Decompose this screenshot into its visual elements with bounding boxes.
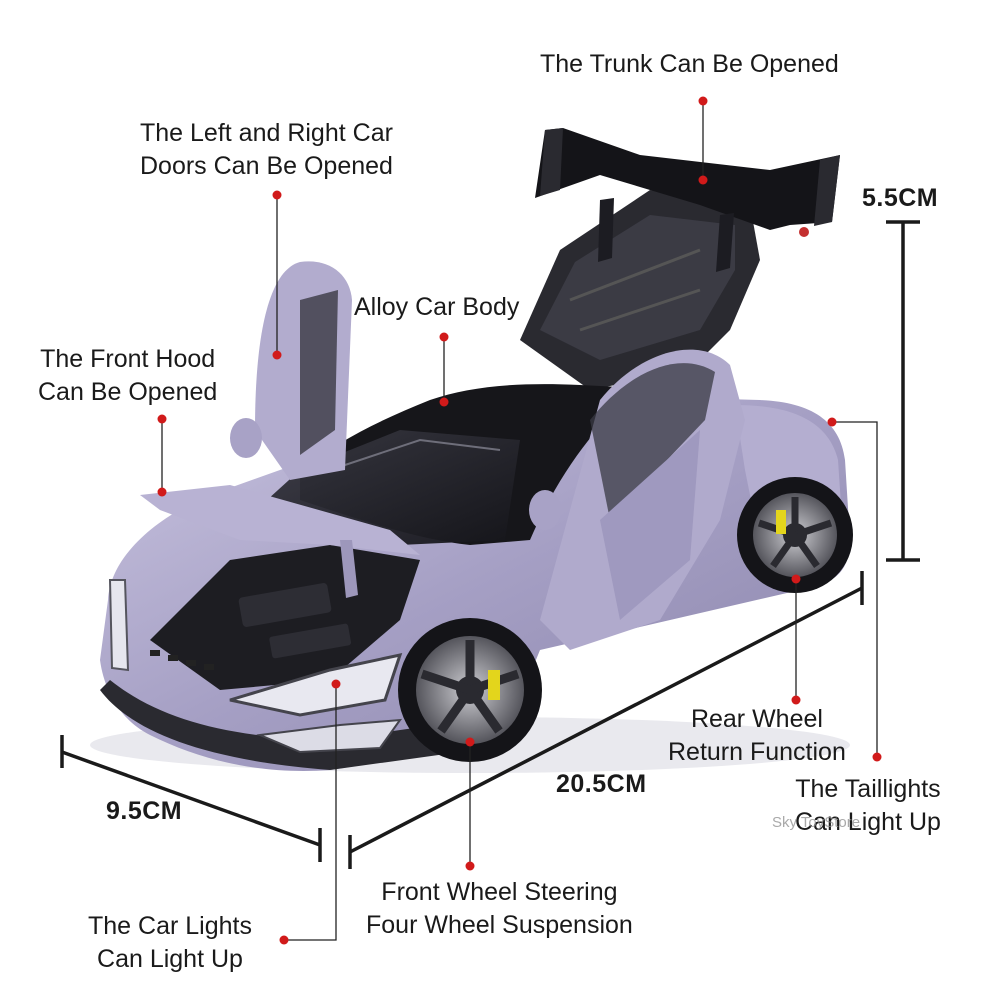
callout-car-lights-line2: Can Light Up	[97, 945, 243, 973]
callout-doors-line1: The Left and Right Car	[140, 119, 393, 147]
front-wheel	[398, 618, 542, 762]
right-door-open	[529, 349, 745, 650]
front-hood-open	[140, 485, 420, 555]
callout-taillights-line2: Can Light Up	[795, 808, 941, 836]
callout-doors-line2: Doors Can Be Opened	[140, 152, 393, 180]
callout-body-text: Alloy Car Body	[354, 293, 520, 321]
callout-front-wheel-line2: Four Wheel Suspension	[366, 911, 633, 939]
height-dimension-label: 5.5CM	[862, 184, 939, 212]
left-door-open	[230, 261, 352, 480]
rear-wheel	[737, 477, 853, 593]
marker-dot	[872, 752, 882, 762]
toy-car	[90, 128, 853, 773]
callout-doors: The Left and Right Car Doors Can Be Open…	[140, 117, 393, 183]
callout-body: Alloy Car Body	[354, 291, 519, 324]
callout-hood: The Front Hood Can Be Opened	[38, 343, 217, 409]
length-dimension-label: 20.5CM	[556, 770, 647, 798]
callout-front-wheel: Front Wheel Steering Four Wheel Suspensi…	[366, 876, 633, 942]
marker-dot	[791, 574, 801, 584]
marker-dot	[157, 414, 167, 424]
callout-markers	[157, 96, 882, 945]
callout-leaders	[161, 101, 878, 941]
watermark: Sky ToyStore	[772, 814, 861, 831]
marker-dot	[439, 332, 449, 342]
width-dimension-label: 9.5CM	[106, 797, 183, 825]
rear-spoiler	[535, 128, 840, 272]
callout-hood-line1: The Front Hood	[40, 345, 216, 373]
marker-dot	[272, 190, 282, 200]
callout-trunk: The Trunk Can Be Opened	[540, 48, 839, 81]
marker-dot	[331, 679, 341, 689]
marker-dot	[791, 695, 801, 705]
callout-rear-wheel: Rear Wheel Return Function	[668, 703, 846, 769]
marker-dot	[279, 935, 289, 945]
marker-dot	[439, 397, 449, 407]
marker-dot	[465, 737, 475, 747]
length-dimension-marker	[348, 571, 864, 869]
marker-dot	[465, 861, 475, 871]
marker-dot	[827, 417, 837, 427]
callout-car-lights: The Car Lights Can Light Up	[88, 910, 252, 976]
marker-dot	[698, 96, 708, 106]
callout-rear-wheel-line2: Return Function	[668, 738, 846, 766]
front-headlight	[229, 652, 403, 717]
rear-trunk	[520, 190, 760, 390]
marker-dot	[157, 487, 167, 497]
height-dimension-marker	[886, 220, 920, 562]
callout-taillights-line1: The Taillights	[795, 775, 941, 803]
marker-dot	[272, 350, 282, 360]
callout-car-lights-line1: The Car Lights	[88, 912, 252, 940]
callout-trunk-text: The Trunk Can Be Opened	[540, 50, 839, 78]
callout-hood-line2: Can Be Opened	[38, 378, 218, 406]
width-dimension-marker	[60, 735, 322, 862]
marker-dot	[698, 175, 708, 185]
callout-front-wheel-line1: Front Wheel Steering	[381, 878, 618, 906]
callout-rear-wheel-line1: Rear Wheel	[690, 705, 823, 733]
callout-taillights: The Taillights Can Light Up	[795, 773, 941, 839]
